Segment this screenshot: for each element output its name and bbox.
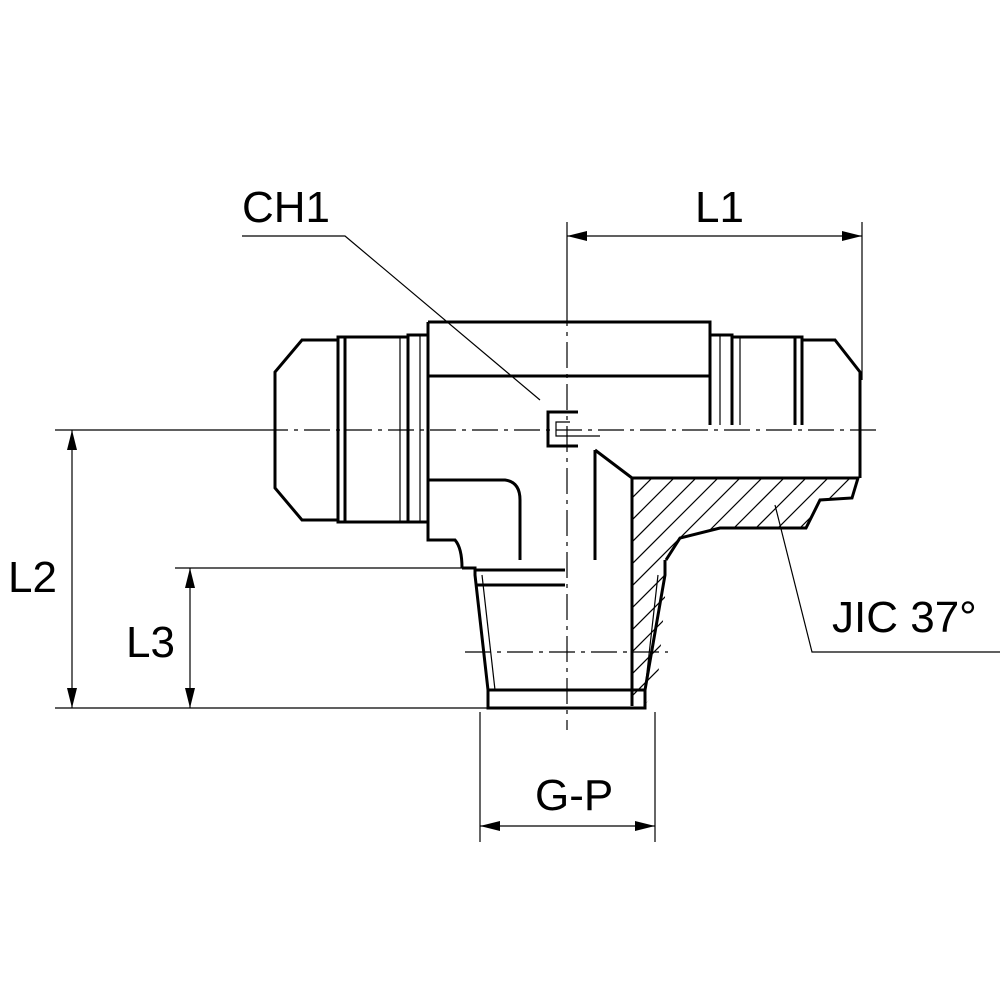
- hatch-line: [632, 478, 781, 706]
- hatch-line: [632, 478, 825, 706]
- fitting-body: [426, 320, 712, 569]
- dimension-lines: [55, 222, 1000, 842]
- hatch-line: [651, 478, 858, 706]
- hatch-line: [960, 460, 1000, 720]
- right-jic-end: [710, 333, 862, 478]
- hatch-line: [916, 460, 1000, 720]
- hatch-line: [894, 460, 1000, 720]
- l2-label: L2: [8, 553, 57, 602]
- hatch-line: [632, 478, 693, 706]
- hatch-line: [632, 478, 803, 706]
- hatch-line: [322, 460, 582, 720]
- hatch-line: [632, 478, 847, 706]
- ch1-leader: [242, 235, 541, 401]
- hatch-line: [783, 478, 858, 706]
- hatch-line: [366, 460, 626, 720]
- hatch-line: [632, 478, 715, 706]
- jic-label: JIC 37°: [832, 593, 977, 642]
- hatch-line: [344, 460, 604, 720]
- center-lines: [262, 300, 882, 730]
- hatch-line: [872, 460, 1000, 720]
- l1-label: L1: [695, 183, 744, 232]
- body-top-outline: [428, 320, 712, 425]
- left-jic-end: [273, 333, 428, 524]
- hatch-line: [982, 460, 1000, 720]
- bottom-thread-port: [462, 560, 667, 710]
- l3-label: L3: [126, 618, 175, 667]
- hatch-line: [761, 478, 858, 706]
- hatch-line: [739, 478, 858, 706]
- hatch-line: [632, 478, 737, 706]
- ch1-symbol: [546, 410, 600, 448]
- body-lower-left: [426, 425, 464, 569]
- labels: CH1 L1 L2 L3 G-P JIC 37°: [8, 183, 977, 820]
- hatch-line: [849, 478, 858, 706]
- gp-label: G-P: [535, 771, 613, 820]
- jic-leader: [774, 504, 1000, 653]
- ch1-label: CH1: [242, 183, 330, 232]
- section-view: [322, 448, 1000, 720]
- hatch-line: [632, 478, 759, 706]
- hatch-line: [938, 460, 1000, 720]
- hatch-line: [827, 478, 858, 706]
- hatch-line: [673, 478, 858, 706]
- section-hatching: [322, 460, 1000, 720]
